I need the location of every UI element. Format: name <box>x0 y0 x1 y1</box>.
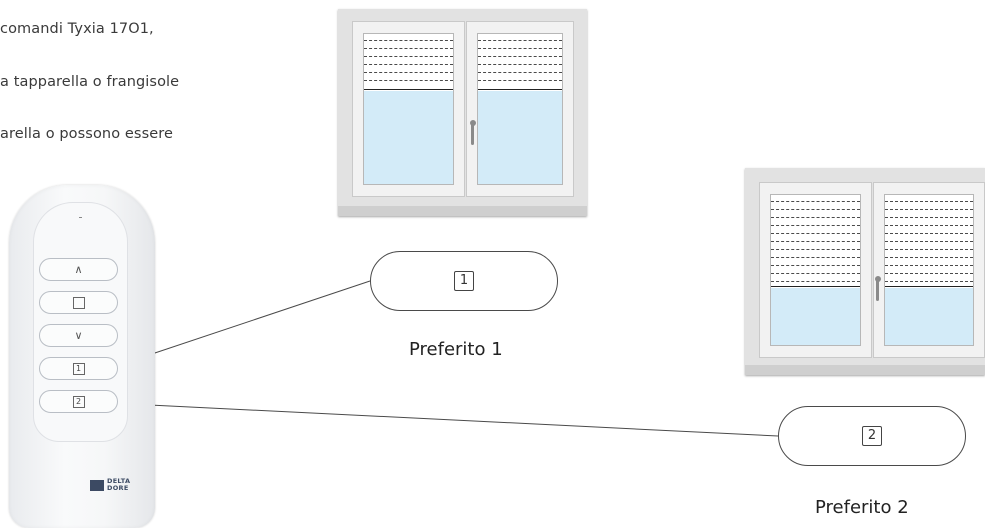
shutter-slat <box>771 281 860 282</box>
favorite-1-caption: Preferito 1 <box>409 339 503 360</box>
shutter-slat <box>771 233 860 234</box>
shutter-slat <box>771 265 860 266</box>
status-led <box>79 217 82 218</box>
shutter-slat <box>364 48 453 49</box>
shutter-slat <box>885 241 973 242</box>
favorite-1-icon: 1 <box>73 363 85 375</box>
window-glass <box>477 33 563 185</box>
remote-control: ∧ ∨ 1 2 DELTA DORE <box>9 185 155 528</box>
shutter-slat <box>478 80 562 81</box>
shutter-slat <box>364 72 453 73</box>
stop-square-icon <box>73 297 85 309</box>
favorite-2-icon: 2 <box>73 396 85 408</box>
shutter-bottom-rail <box>478 89 562 90</box>
favorite-1-number: 1 <box>454 271 474 291</box>
chevron-down-icon: ∨ <box>74 329 82 342</box>
window-sash-right <box>873 182 985 358</box>
shutter-slat <box>771 225 860 226</box>
window-sill <box>745 365 985 375</box>
shutter-slat <box>885 265 973 266</box>
remote-up-button[interactable]: ∧ <box>39 258 118 281</box>
shutter-slat <box>364 40 453 41</box>
window-sash-left <box>759 182 872 358</box>
shutter <box>478 34 562 91</box>
favorite-2-caption: Preferito 2 <box>815 497 909 518</box>
shutter-slat <box>478 56 562 57</box>
shutter-bottom-rail <box>364 89 453 90</box>
brand-logo: DELTA DORE <box>90 478 130 492</box>
window-glass <box>884 194 974 346</box>
window-sash-right <box>466 21 574 197</box>
shutter <box>885 195 973 288</box>
shutter-slat <box>885 201 973 202</box>
window-glass <box>770 194 861 346</box>
window-handle <box>471 123 474 145</box>
shutter-slat <box>771 217 860 218</box>
shutter-slat <box>364 56 453 57</box>
shutter-slat <box>771 273 860 274</box>
shutter-slat <box>478 48 562 49</box>
shutter-slat <box>885 257 973 258</box>
shutter-bottom-rail <box>885 286 973 287</box>
shutter-slat <box>885 249 973 250</box>
remote-key-panel: ∧ ∨ 1 2 <box>33 202 128 442</box>
remote-down-button[interactable]: ∨ <box>39 324 118 347</box>
shutter-slat <box>885 217 973 218</box>
shutter-slat <box>885 281 973 282</box>
favorite-2-button-enlarged: 2 <box>778 406 966 466</box>
shutter-slat <box>771 241 860 242</box>
window-glass <box>363 33 454 185</box>
shutter-slat <box>478 40 562 41</box>
chevron-up-icon: ∧ <box>74 263 82 276</box>
shutter-slat <box>885 233 973 234</box>
favorite-2-number: 2 <box>862 426 882 446</box>
brand-name-line-2: DORE <box>107 485 130 492</box>
window-sill <box>338 206 587 216</box>
favorite-1-button-enlarged: 1 <box>370 251 558 311</box>
shutter-slat <box>771 209 860 210</box>
shutter <box>771 195 860 288</box>
window-preferito-1 <box>338 9 587 216</box>
window-handle <box>876 279 879 301</box>
shutter-slat <box>478 64 562 65</box>
window-preferito-2 <box>745 168 985 375</box>
window-sash-left <box>352 21 465 197</box>
shutter-slat <box>478 72 562 73</box>
remote-favorite-2-button[interactable]: 2 <box>39 390 118 413</box>
shutter <box>364 34 453 91</box>
shutter-slat <box>885 209 973 210</box>
shutter-slat <box>364 80 453 81</box>
shutter-slat <box>885 273 973 274</box>
shutter-slat <box>885 225 973 226</box>
shutter-bottom-rail <box>771 286 860 287</box>
shutter-slat <box>771 249 860 250</box>
shutter-slat <box>771 201 860 202</box>
shutter-slat <box>364 64 453 65</box>
shutter-slat <box>771 257 860 258</box>
remote-stop-button[interactable] <box>39 291 118 314</box>
connector-line-fav2 <box>109 403 778 436</box>
remote-favorite-1-button[interactable]: 1 <box>39 357 118 380</box>
brand-mark-icon <box>90 480 104 491</box>
